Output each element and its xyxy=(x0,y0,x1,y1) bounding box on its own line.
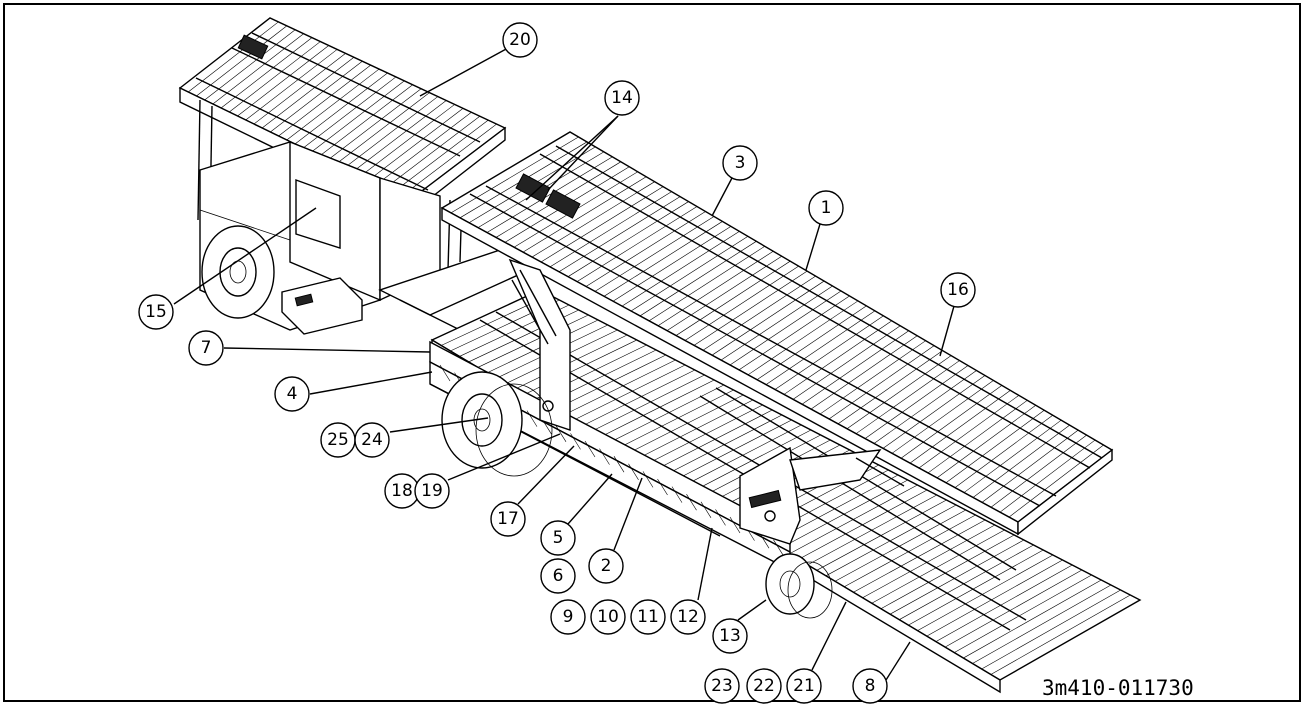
callout-15: 15 xyxy=(138,294,174,330)
callout-label: 25 xyxy=(327,430,349,450)
callout-label: 15 xyxy=(145,302,167,322)
callout-label: 1 xyxy=(821,198,832,218)
callout-label: 13 xyxy=(719,626,741,646)
callout-label: 7 xyxy=(201,338,212,358)
drawing-border xyxy=(3,3,1301,702)
callout-label: 2 xyxy=(601,556,612,576)
callout-label: 12 xyxy=(677,607,699,627)
callout-label: 18 xyxy=(391,481,413,501)
callout-24: 24 xyxy=(354,422,390,458)
callout-label: 20 xyxy=(509,30,531,50)
callout-12: 12 xyxy=(670,599,706,635)
callout-label: 23 xyxy=(711,676,733,696)
front-wheel xyxy=(201,225,275,319)
callout-label: 17 xyxy=(497,509,519,529)
reference-number: 3m410-011730 xyxy=(1042,676,1194,700)
callout-label: 21 xyxy=(793,676,815,696)
callout-25: 25 xyxy=(320,422,356,458)
callout-label: 16 xyxy=(947,280,969,300)
callout-label: 14 xyxy=(611,88,633,108)
callout-label: 11 xyxy=(637,607,659,627)
callouts: 20 14 3 1 16 15 7 4 25 24 18 19 17 5 6 2 9 10 11 12 13 23 22 21… xyxy=(138,22,976,704)
callout-6: 6 xyxy=(540,558,576,594)
callout-label: 24 xyxy=(361,430,383,450)
callout-20: 20 xyxy=(502,22,538,58)
callout-3: 3 xyxy=(722,145,758,181)
callout-label: 5 xyxy=(553,528,564,548)
callout-label: 4 xyxy=(287,384,298,404)
callout-4: 4 xyxy=(274,376,310,412)
pivot-towers xyxy=(508,258,905,545)
callout-23: 23 xyxy=(704,668,740,704)
callout-9: 9 xyxy=(550,599,586,635)
callout-22: 22 xyxy=(746,668,782,704)
rear-wheel-front xyxy=(441,371,553,477)
callout-label: 8 xyxy=(865,676,876,696)
callout-1: 1 xyxy=(808,190,844,226)
callout-label: 10 xyxy=(597,607,619,627)
callout-21: 21 xyxy=(786,668,822,704)
callout-17: 17 xyxy=(490,501,526,537)
leader-lines xyxy=(173,47,955,681)
callout-7: 7 xyxy=(188,330,224,366)
callout-5: 5 xyxy=(540,520,576,556)
callout-label: 19 xyxy=(421,481,443,501)
callout-19: 19 xyxy=(414,473,450,509)
callout-label: 3 xyxy=(735,153,746,173)
callout-10: 10 xyxy=(590,599,626,635)
callout-label: 22 xyxy=(753,676,775,696)
callout-14: 14 xyxy=(604,80,640,116)
callout-18: 18 xyxy=(384,473,420,509)
callout-13: 13 xyxy=(712,618,748,654)
callout-label: 6 xyxy=(553,566,564,586)
rear-wheel-back xyxy=(765,553,833,619)
callout-2: 2 xyxy=(588,548,624,584)
callout-11: 11 xyxy=(630,599,666,635)
callout-16: 16 xyxy=(940,272,976,308)
callout-label: 9 xyxy=(563,607,574,627)
callout-8: 8 xyxy=(852,668,888,704)
